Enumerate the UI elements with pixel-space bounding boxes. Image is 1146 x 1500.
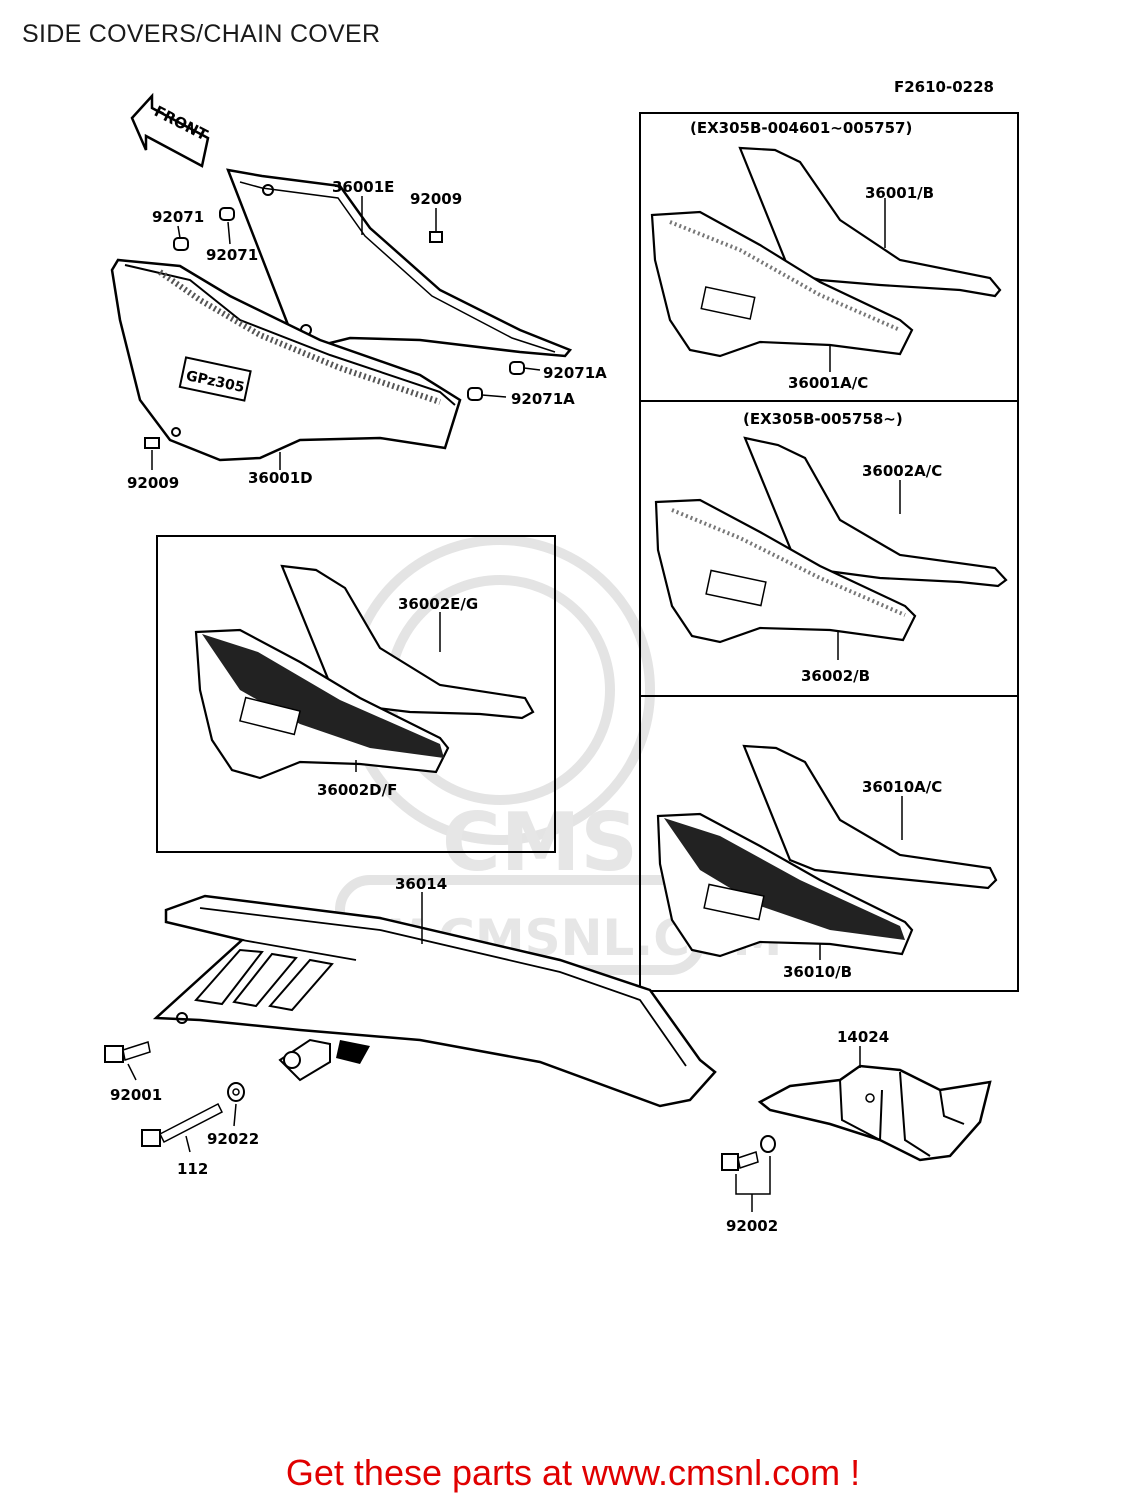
diagram-reference-code: F2610-0228: [894, 78, 994, 96]
parts-diagram: CMS WWW.CMSNL.COM FRONT GPz305: [104, 92, 1019, 1235]
front-arrow: FRONT: [130, 92, 211, 168]
sprocket-guard-14024: 14024: [757, 1028, 992, 1162]
inset-bottom-right: 36010A/C 36010/B: [656, 744, 998, 981]
chain-cover-36014: 36014: [152, 875, 717, 1108]
side-cover-lower-36001d: GPz305: [110, 258, 462, 462]
label-92009-top: 92009: [410, 190, 462, 208]
label-92001: 92001: [110, 1086, 162, 1104]
watermark-logo-text: CMS: [442, 796, 638, 889]
chain-cover-hardware: 92001 92022 112: [104, 1041, 259, 1178]
sprocket-guard-hardware: 92002: [721, 1135, 778, 1235]
right-inset-frame: [639, 112, 1019, 992]
label-112: 112: [177, 1160, 208, 1178]
label-36001D: 36001D: [248, 469, 313, 487]
inset-left-lower-label: 36002D/F: [317, 781, 397, 799]
label-92022: 92022: [207, 1130, 259, 1148]
label-92071-a: 92071: [152, 208, 204, 226]
label-92009-bottom: 92009: [127, 474, 179, 492]
label-92071A-b: 92071A: [511, 390, 575, 408]
inset-bottom-right-lower-label: 36010/B: [783, 963, 852, 981]
label-92071-b: 92071: [206, 246, 258, 264]
inset-mid-right-upper-label: 36002A/C: [862, 462, 942, 480]
inset-top-right: (EX305B-004601∼005757) 36001/B 36001A/C: [650, 119, 1002, 392]
inset-mid-right: (EX305B-005758∼) 36002A/C 36002/B: [654, 410, 1008, 685]
inset-bottom-right-upper-label: 36010A/C: [862, 778, 942, 796]
main-hardware: [144, 207, 525, 449]
label-92071A-a: 92071A: [543, 364, 607, 382]
label-36001E: 36001E: [332, 178, 394, 196]
label-14024: 14024: [837, 1028, 889, 1046]
label-36014: 36014: [395, 875, 447, 893]
page-title: SIDE COVERS/CHAIN COVER: [22, 20, 381, 48]
inset-top-right-range: (EX305B-004601∼005757): [690, 119, 912, 137]
left-inset-frame: [156, 535, 556, 853]
inset-left-upper-label: 36002E/G: [398, 595, 478, 613]
inset-top-right-upper-label: 36001/B: [865, 184, 934, 202]
inset-top-right-lower-label: 36001A/C: [788, 374, 868, 392]
inset-left: 36002E/G 36002D/F: [194, 564, 535, 799]
label-92002: 92002: [726, 1217, 778, 1235]
footer-promo-link[interactable]: Get these parts at www.cmsnl.com !: [285, 1452, 861, 1493]
inset-mid-right-range: (EX305B-005758∼): [743, 410, 903, 428]
main-leader-lines: [151, 196, 541, 470]
inset-mid-right-lower-label: 36002/B: [801, 667, 870, 685]
